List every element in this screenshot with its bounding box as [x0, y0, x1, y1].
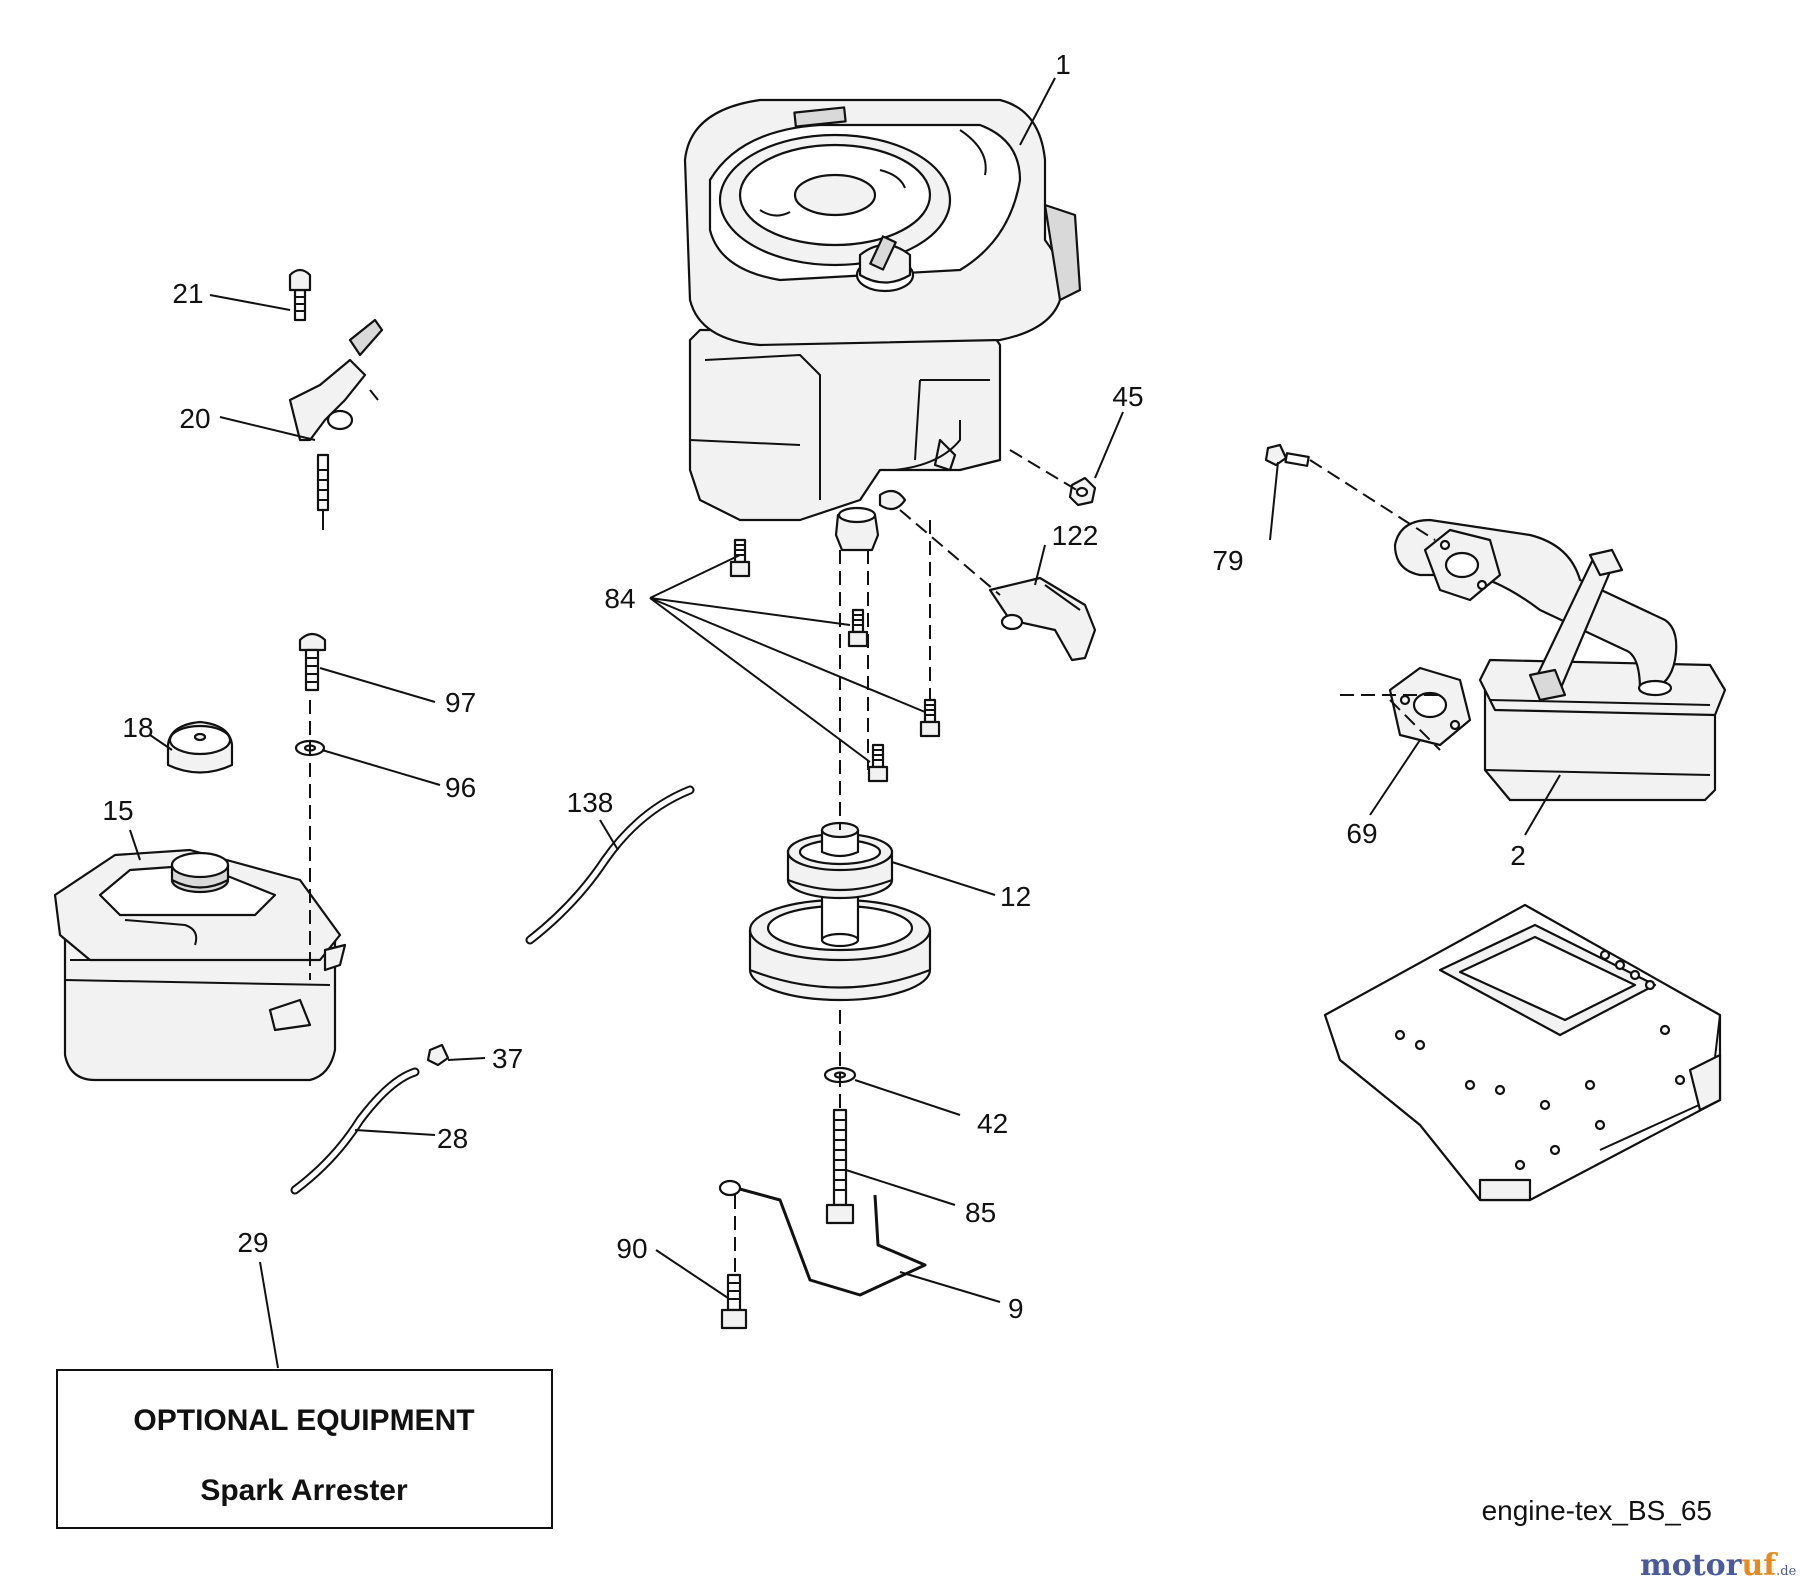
bolt [729, 538, 751, 578]
callout-20: 20 [179, 403, 210, 434]
bolts-84 [729, 538, 941, 783]
screw-97 [298, 632, 327, 692]
fuel-line-28 [290, 1067, 420, 1195]
callout-42: 42 [977, 1108, 1008, 1139]
callout-138: 138 [567, 787, 614, 818]
bolt-90 [720, 1273, 748, 1330]
callout-18: 18 [122, 712, 153, 743]
watermark-logo: motoruf.de [1640, 1548, 1797, 1583]
callout-85: 85 [965, 1197, 996, 1228]
callout-96: 96 [445, 772, 476, 803]
bolt [919, 698, 941, 738]
callout-15: 15 [102, 795, 133, 826]
optional-equipment-box: OPTIONAL EQUIPMENT Spark Arrester [56, 1369, 553, 1529]
fuel-cap-18 [166, 720, 234, 774]
callout-21: 21 [172, 278, 203, 309]
callout-69: 69 [1346, 818, 1377, 849]
muffler-2 [1393, 518, 1727, 802]
callout-9: 9 [1008, 1293, 1024, 1324]
callout-97: 97 [445, 687, 476, 718]
callout-37: 37 [492, 1043, 523, 1074]
assembly-lines [309, 449, 1441, 1275]
watermark-brand-b: uf [1741, 1548, 1778, 1583]
callout-122: 122 [1052, 520, 1099, 551]
bolt-79 [1264, 443, 1310, 467]
diagram-reference: engine-tex_BS_65 [1482, 1495, 1712, 1526]
gasket-69 [1388, 666, 1472, 747]
callout-29: 29 [237, 1227, 268, 1258]
bolt [867, 743, 889, 783]
watermark-suffix: .de [1776, 1564, 1796, 1579]
callout-12: 12 [1000, 881, 1031, 912]
leader-lines [129, 77, 1561, 1369]
callout-1: 1 [1055, 49, 1071, 80]
fuel-line-138 [525, 785, 695, 945]
nut-45 [1068, 476, 1097, 507]
callout-79: 79 [1212, 545, 1243, 576]
throttle-control-20 [288, 268, 384, 530]
callout-90: 90 [616, 1233, 647, 1264]
fuel-tank-15 [53, 848, 347, 1082]
bolt [847, 608, 869, 648]
rod-9 [718, 1179, 927, 1297]
optional-equipment-heading: OPTIONAL EQUIPMENT [133, 1404, 474, 1437]
engine-assembly [683, 98, 1082, 552]
svg-text:motoruf.de: motoruf.de [1640, 1548, 1797, 1583]
optional-equipment-item: Spark Arrester [200, 1474, 408, 1507]
engine-mount-plate [1323, 903, 1722, 1202]
watermark-brand-a: motor [1640, 1548, 1743, 1583]
pulley-12 [748, 821, 932, 1002]
callout-28: 28 [437, 1123, 468, 1154]
callout-2: 2 [1510, 840, 1526, 871]
callout-45: 45 [1112, 381, 1143, 412]
callout-numbers: 1 45 122 79 69 2 21 20 84 97 96 18 15 13… [102, 49, 1525, 1324]
clamp-37 [426, 1043, 450, 1067]
bolt-85 [825, 1108, 855, 1225]
callout-84: 84 [604, 583, 635, 614]
bracket-122 [988, 576, 1097, 662]
